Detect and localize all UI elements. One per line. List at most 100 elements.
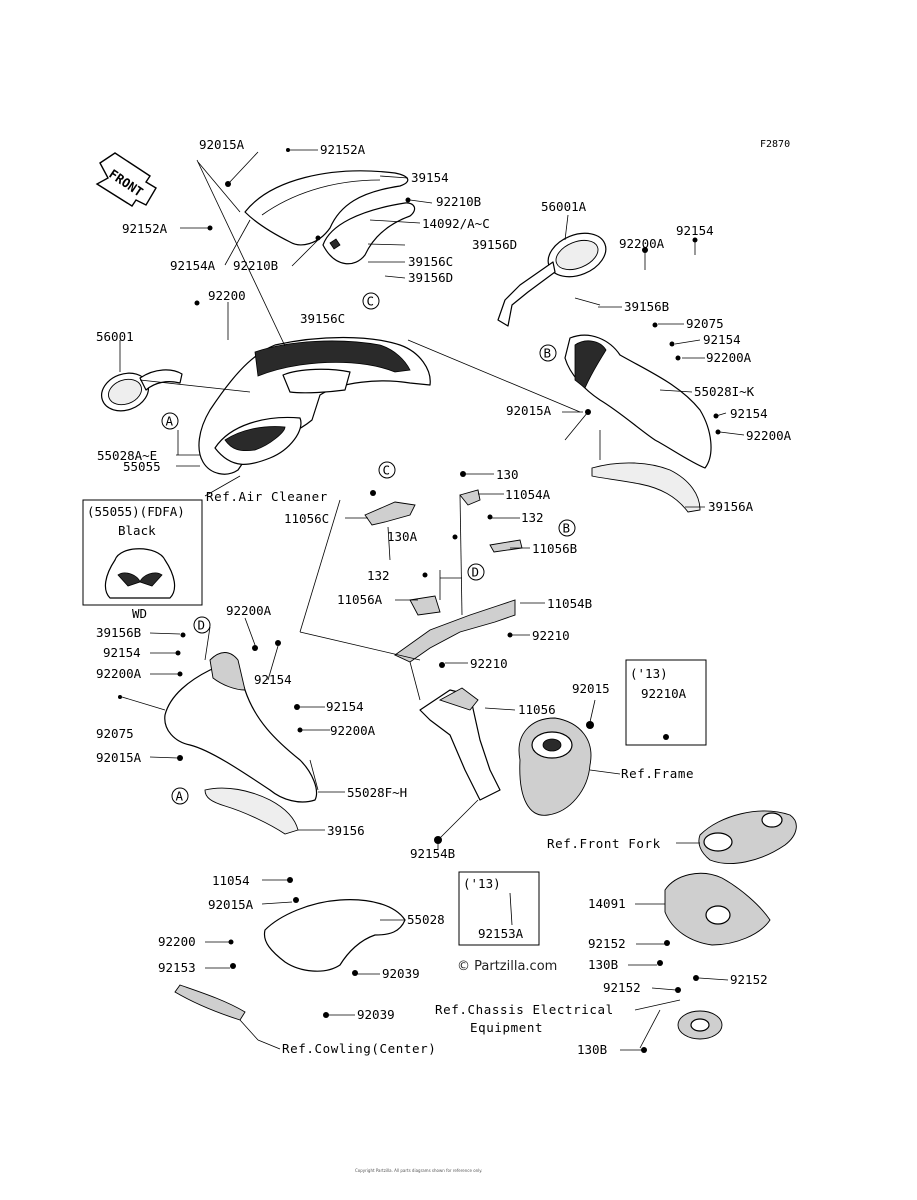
callout-d-mid[interactable]: D: [467, 563, 485, 581]
callout-b-top[interactable]: B: [539, 344, 557, 362]
label-92200a[interactable]: 92200A: [330, 723, 376, 738]
right-side-trim-part[interactable]: [591, 462, 701, 513]
label-92200a[interactable]: 92200A: [746, 428, 792, 443]
label-92015a[interactable]: 92015A: [506, 403, 552, 418]
label-92154[interactable]: 92154: [676, 223, 714, 238]
horn-part[interactable]: [677, 1010, 723, 1040]
callout-a-top[interactable]: A: [161, 412, 179, 430]
label-39156d[interactable]: 39156D: [408, 270, 453, 285]
label-92200[interactable]: 92200: [158, 934, 196, 949]
label-92015[interactable]: 92015: [572, 681, 610, 696]
label-92154a[interactable]: 92154A: [170, 258, 216, 273]
label-55028fh[interactable]: 55028F~H: [347, 785, 407, 800]
label-92039[interactable]: 92039: [382, 966, 420, 981]
label-92200a[interactable]: 92200A: [96, 666, 142, 681]
inner-panel-part[interactable]: [322, 202, 416, 265]
label-39154[interactable]: 39154: [411, 170, 449, 185]
label-92152a[interactable]: 92152A: [320, 142, 366, 157]
lower-inner-cover-part[interactable]: [174, 899, 406, 1021]
label-39156c[interactable]: 39156C: [300, 311, 345, 326]
label-130b[interactable]: 130B: [577, 1042, 607, 1057]
label-56001[interactable]: 56001: [96, 329, 134, 344]
label-92200a[interactable]: 92200A: [619, 236, 665, 251]
label-92200[interactable]: 92200: [208, 288, 246, 303]
svg-text:B: B: [544, 346, 552, 361]
right-side-fairing-part[interactable]: [564, 334, 712, 469]
label-92154[interactable]: 92154: [326, 699, 364, 714]
label-92154[interactable]: 92154: [703, 332, 741, 347]
inset-wd-footer: WD: [132, 606, 147, 621]
bracket-assembly-part[interactable]: [364, 489, 523, 801]
upper-cowl-part[interactable]: [198, 336, 431, 475]
label-92154[interactable]: 92154: [254, 672, 292, 687]
label-11056b[interactable]: 11056B: [532, 541, 577, 556]
label-14091[interactable]: 14091: [588, 896, 626, 911]
svg-text:D: D: [198, 618, 206, 633]
label-11056c[interactable]: 11056C: [284, 511, 329, 526]
label-92200a[interactable]: 92200A: [706, 350, 752, 365]
label-92210[interactable]: 92210: [470, 656, 508, 671]
windshield-part[interactable]: [244, 170, 409, 246]
label-92153[interactable]: 92153: [158, 960, 196, 975]
label-92015a[interactable]: 92015A: [199, 137, 245, 152]
left-side-trim-part[interactable]: [204, 787, 299, 835]
label-92039[interactable]: 92039: [357, 1007, 395, 1022]
label-130a[interactable]: 130A: [387, 529, 418, 544]
label-92210b[interactable]: 92210B: [436, 194, 481, 209]
watermark: © Partzilla.com: [457, 959, 557, 974]
label-92154b[interactable]: 92154B: [410, 846, 455, 861]
svg-text:C: C: [367, 294, 375, 309]
label-11056[interactable]: 11056: [518, 702, 556, 717]
label-14092[interactable]: 14092/A~C: [422, 216, 490, 231]
label-39156b[interactable]: 39156B: [624, 299, 669, 314]
label-55055[interactable]: 55055: [123, 459, 161, 474]
label-11054b[interactable]: 11054B: [547, 596, 592, 611]
label-55028ik[interactable]: 55028I~K: [694, 384, 755, 399]
svg-text:92153A: 92153A: [478, 926, 524, 941]
ref-cowling-center: Ref.Cowling(Center): [282, 1041, 436, 1056]
right-mirror-part[interactable]: [497, 225, 612, 327]
callout-c-mid[interactable]: C: [378, 461, 396, 479]
label-92210b[interactable]: 92210B: [233, 258, 278, 273]
label-56001a[interactable]: 56001A: [541, 199, 587, 214]
label-39156b[interactable]: 39156B: [96, 625, 141, 640]
label-92210[interactable]: 92210: [532, 628, 570, 643]
label-132[interactable]: 132: [367, 568, 390, 583]
label-92152[interactable]: 92152: [603, 980, 641, 995]
label-92015a[interactable]: 92015A: [208, 897, 254, 912]
label-92152[interactable]: 92152: [588, 936, 626, 951]
label-92152a[interactable]: 92152A: [122, 221, 168, 236]
svg-text:92210A: 92210A: [641, 686, 687, 701]
label-11054a[interactable]: 11054A: [505, 487, 551, 502]
leader-lines: [119, 149, 745, 1051]
ref-frame: Ref.Frame: [621, 766, 694, 781]
meter-cover-part[interactable]: [664, 872, 771, 946]
label-11054[interactable]: 11054: [212, 873, 250, 888]
label-92075[interactable]: 92075: [686, 316, 724, 331]
label-92154[interactable]: 92154: [103, 645, 141, 660]
label-92075[interactable]: 92075: [96, 726, 134, 741]
label-92154[interactable]: 92154: [730, 406, 768, 421]
left-mirror-part[interactable]: [96, 367, 183, 417]
frame-head-part[interactable]: [518, 717, 592, 816]
label-92015a[interactable]: 92015A: [96, 750, 142, 765]
label-39156[interactable]: 39156: [327, 823, 365, 838]
callout-d-left[interactable]: D: [193, 616, 211, 634]
label-92200a[interactable]: 92200A: [226, 603, 272, 618]
left-side-fairing-part[interactable]: [164, 652, 318, 803]
label-11056a[interactable]: 11056A: [337, 592, 383, 607]
front-fork-crown-part[interactable]: [698, 810, 797, 864]
label-130[interactable]: 130: [496, 467, 519, 482]
label-55028[interactable]: 55028: [407, 912, 445, 927]
label-55028ae[interactable]: 55028A~E: [97, 448, 157, 463]
label-130b[interactable]: 130B: [588, 957, 618, 972]
label-92152[interactable]: 92152: [730, 972, 768, 987]
label-39156c[interactable]: 39156C: [408, 254, 453, 269]
callout-c-top[interactable]: C: [362, 292, 380, 310]
label-39156d[interactable]: 39156D: [472, 237, 517, 252]
callout-a-bottom[interactable]: A: [171, 787, 189, 805]
label-132[interactable]: 132: [521, 510, 544, 525]
callout-b-mid[interactable]: B: [558, 519, 576, 537]
label-39156a[interactable]: 39156A: [708, 499, 754, 514]
front-arrow-icon: FRONT: [95, 152, 157, 207]
